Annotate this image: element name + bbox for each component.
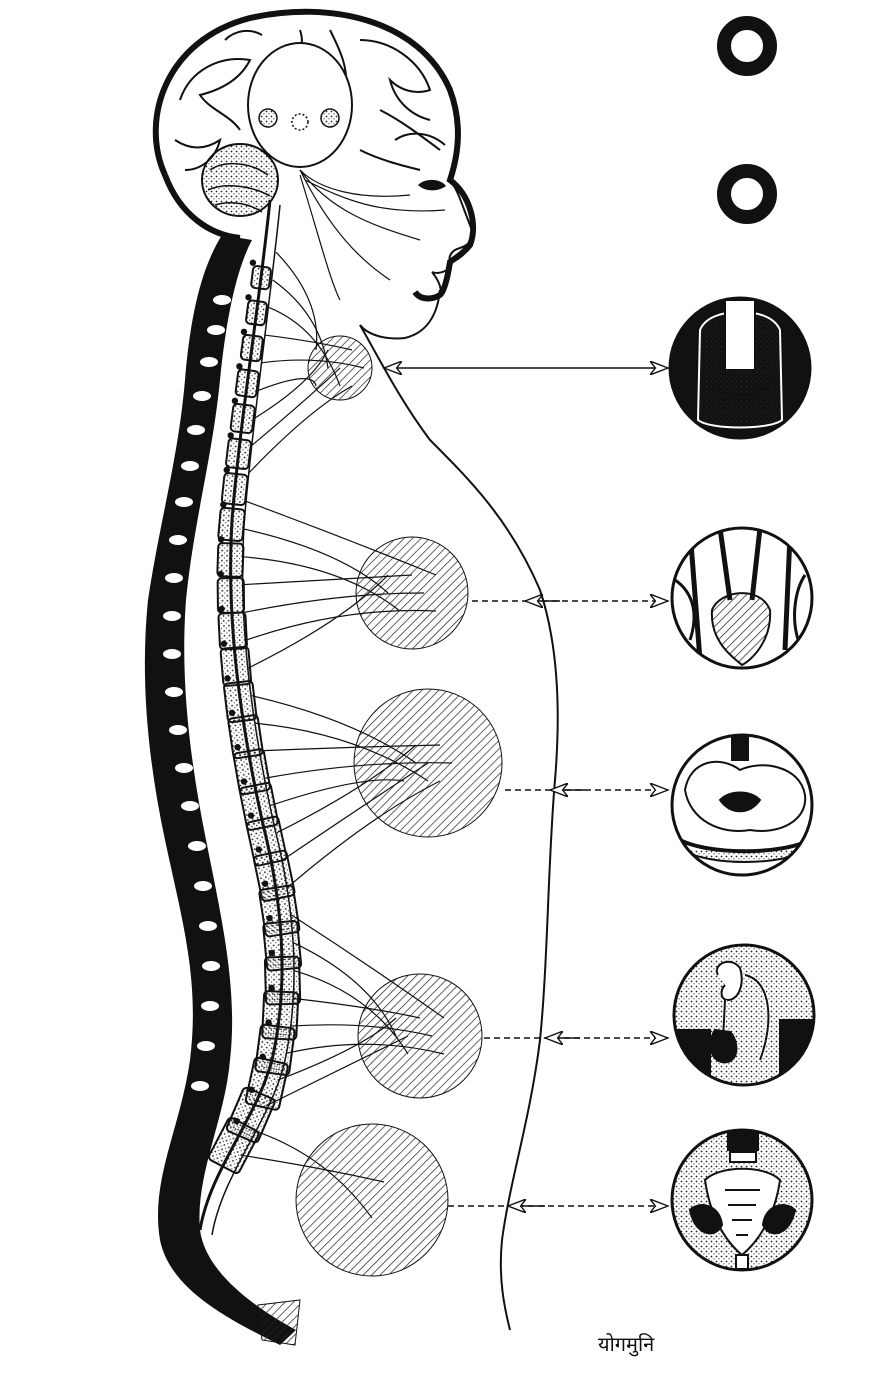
nerve-root-dot [240,328,248,336]
back-outline [144,235,296,1345]
plexus-solar [353,688,503,838]
pelvis-inset [670,1128,814,1272]
nerve-root-dot [220,640,228,647]
ring-marker-1 [717,16,777,76]
nerve-root-dot [236,363,243,370]
plexus-cervical [307,335,373,401]
vertebra [220,472,249,507]
vertebra [207,1117,260,1174]
vertebrae [207,259,303,1174]
coccyx-tuft [257,1299,301,1346]
neck-line [359,289,441,340]
nerve-root-dot [249,259,257,266]
ring-markers [717,16,777,224]
nerve-branch [258,377,317,392]
nerve-root-dot [245,294,252,301]
plexus-cardiac [355,536,469,650]
vertebra [216,542,245,578]
cerebellum [201,143,279,217]
nerve-root-dot [266,915,273,922]
plexus-sacral [295,1123,449,1277]
nerve-root-dot [268,949,276,957]
vertebra [250,265,272,291]
pineal-body [247,42,353,168]
spinous-ridges [163,295,231,1091]
vertebra [245,299,268,327]
nerve-root-dot [233,1117,240,1125]
nerve-root-dot [265,1019,272,1026]
eye [418,179,446,191]
nerve-root-dot [217,536,225,543]
nerve-root-dot [248,1086,255,1093]
stomach-inset [670,733,814,877]
connector-arrows [384,368,668,1206]
vertebra [234,368,260,399]
vertebra [225,437,252,471]
nerve-root-dot [220,501,227,508]
nerve-root-dot [268,984,275,991]
nerve-root-dot [224,675,231,682]
nerve-root-dot [255,846,262,853]
nerve-root-dot [223,466,230,474]
nerve-root-dot [261,880,269,887]
nerve-root-dot [218,605,225,613]
heart-inset [670,526,814,670]
face-profile [431,179,473,296]
nerve-branch [275,251,318,351]
nerve-root-dot [247,812,255,819]
head [152,8,477,302]
brain-centers [258,108,340,131]
nerve-root-dot [227,432,234,439]
vertebra [239,333,264,363]
signature: योगमुनि [598,1332,655,1356]
nerve-root-dot [259,1053,266,1060]
nerve-root-dot [231,397,239,405]
cranial-nerves [299,169,446,301]
nerve-root-dot [228,709,236,717]
ring-marker-2 [717,164,777,224]
nerve-root-dot [217,570,224,578]
nerve-root-dot [234,744,241,751]
nerve-root-dot [240,778,248,785]
skull-outline [152,8,477,302]
kidney-inset [672,943,816,1087]
vertebra [229,402,256,435]
vertebra [217,506,246,543]
plexus-lumbar [357,973,483,1099]
thyroid-inset [668,296,812,440]
plexuses [295,335,503,1277]
